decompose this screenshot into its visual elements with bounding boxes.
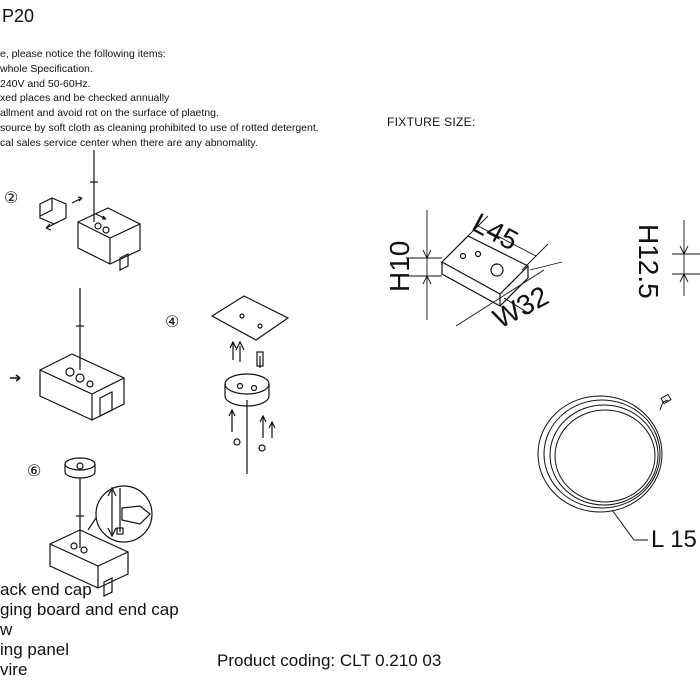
notice-list: e, please notice the following items: wh… <box>0 47 319 151</box>
model-title: P20 <box>2 6 35 26</box>
notice-line: allment and avoid rot on the surface of … <box>0 107 219 120</box>
part-item: w <box>0 620 13 639</box>
product-coding: Product coding: CLT 0.210 03 <box>217 651 442 670</box>
notice-line: e, please notice the following items: <box>0 48 166 60</box>
part-item: ing panel <box>0 640 70 659</box>
step-2-marker: ② <box>4 190 19 207</box>
right-height-dimension <box>672 220 700 296</box>
step-4-illustration <box>210 295 290 474</box>
part-item: ack end cap <box>0 580 92 599</box>
step-4-marker: ④ <box>165 314 180 331</box>
notice-line: xed places and be checked annually <box>0 92 170 105</box>
notice-line: cal sales service center when there are … <box>0 136 258 149</box>
cable-length-label: L 15 <box>651 526 697 553</box>
notice-line: source by soft cloth as cleaning prohibi… <box>0 121 319 134</box>
part-item: ging board and end cap <box>0 600 179 619</box>
part-item: vire <box>0 660 28 679</box>
step-6-illustration <box>49 457 153 597</box>
step-3-illustration <box>10 288 125 421</box>
fixture-size-label: FIXTURE SIZE: <box>387 115 476 129</box>
bracket-drawing <box>406 210 563 327</box>
notice-line: 240V and 50-60Hz. <box>0 77 91 90</box>
parts-list: ack end cap ging board and end cap w ing… <box>0 580 179 680</box>
notice-line: whole Specification. <box>0 62 93 75</box>
cable-coil <box>537 393 672 541</box>
step-6-marker: ⑥ <box>27 463 42 480</box>
step-2-illustration <box>39 150 141 271</box>
